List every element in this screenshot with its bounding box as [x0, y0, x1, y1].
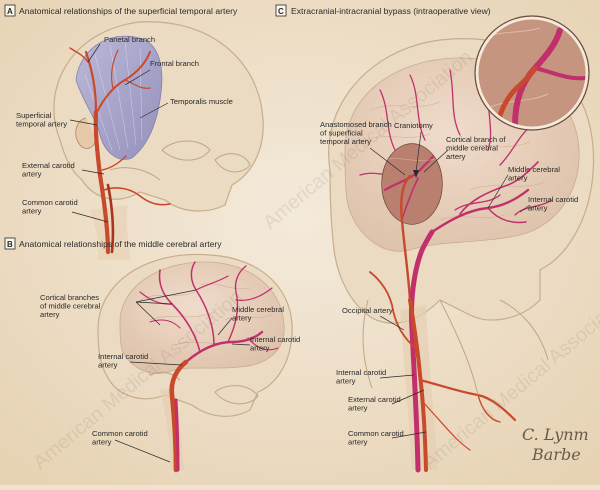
panel-b-artwork [97, 253, 293, 473]
panel-b-heading: Anatomical relationships of the middle c… [19, 239, 222, 249]
panel-c-heading: Extracranial-intracranial bypass (intrao… [291, 6, 491, 16]
leader-lines [69, 43, 531, 463]
label-middle-cerebral-c: Middle cerebral artery [508, 165, 562, 183]
label-craniotomy: Craniotomy [394, 121, 433, 130]
label-internal-carotid-b2: Internal carotid artery [98, 352, 150, 370]
panel-a-title: A Anatomical relationships of the superf… [4, 4, 238, 17]
panel-a-heading: Anatomical relationships of the superfic… [19, 6, 238, 16]
label-common-carotid-c: Common carotid artery [348, 429, 406, 447]
signature-line-1: C. Lynm [522, 425, 589, 444]
panel-a-letter: A [7, 7, 13, 16]
label-occipital-artery: Occipital artery [342, 306, 393, 315]
panel-b-title: B Anatomical relationships of the middle… [4, 237, 222, 250]
panel-a-labels: Parietal branch Frontal branch Temporali… [16, 35, 233, 216]
label-common-carotid-b: Common carotid artery [92, 429, 150, 447]
label-superficial-temporal-artery: Superficial temporal artery [16, 111, 67, 129]
label-middle-cerebral-b: Middle cerebral artery [232, 305, 286, 323]
panel-c-artwork [328, 15, 595, 473]
label-internal-carotid-c1: Internal carotid artery [528, 195, 580, 213]
label-temporalis-muscle: Temporalis muscle [170, 97, 233, 106]
label-external-carotid-a: External carotid artery [22, 161, 77, 179]
signature-line-2: Barbe [531, 445, 581, 464]
label-external-carotid-c: External carotid artery [348, 395, 403, 413]
label-common-carotid-a: Common carotid artery [22, 198, 80, 216]
artist-signature: C. Lynm Barbe [522, 425, 589, 464]
label-frontal-branch: Frontal branch [150, 59, 199, 68]
panel-b-letter: B [7, 240, 13, 249]
label-parietal-branch: Parietal branch [104, 35, 155, 44]
panel-c-title: C Extracranial-intracranial bypass (intr… [275, 4, 491, 17]
panel-c-letter: C [278, 7, 284, 16]
label-internal-carotid-c2: Internal carotid artery [336, 368, 388, 386]
panel-a-artwork [53, 21, 264, 260]
label-internal-carotid-b1: Internal carotid artery [250, 335, 302, 353]
